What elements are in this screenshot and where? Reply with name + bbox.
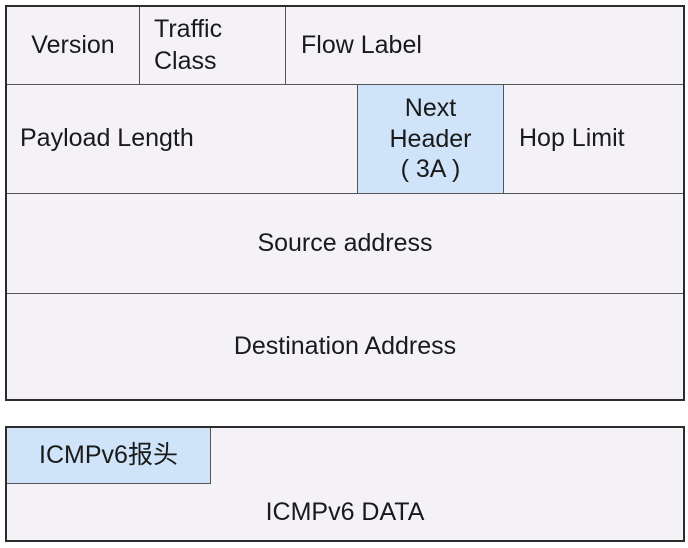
destination-address-label: Destination Address — [233, 331, 457, 360]
icmpv6-data-label: ICMPv6 DATA — [265, 497, 425, 526]
source-address-field: Source address — [7, 194, 683, 293]
next-header-field: Next Header ( 3A ) — [358, 85, 503, 193]
icmpv6-header-field: ICMPv6报头 — [7, 428, 211, 484]
ipv6-header-box: Version Traffic Class Flow Label Payload… — [5, 5, 685, 401]
version-field: Version — [7, 7, 139, 84]
divider — [357, 85, 358, 193]
divider — [503, 85, 504, 193]
next-header-line2: Header — [389, 124, 472, 153]
flow-label-field: Flow Label — [286, 7, 683, 84]
divider — [285, 7, 286, 84]
row-divider — [7, 193, 683, 194]
version-label: Version — [31, 30, 115, 59]
source-address-label: Source address — [257, 228, 433, 257]
icmpv6-header-label: ICMPv6报头 — [39, 440, 178, 469]
traffic-class-label: Traffic Class — [154, 15, 223, 75]
payload-length-field: Payload Length — [7, 85, 357, 193]
row-divider — [7, 84, 683, 85]
flow-label-label: Flow Label — [301, 30, 422, 59]
traffic-class-field: Traffic Class — [140, 7, 285, 84]
divider — [139, 7, 140, 84]
next-header-line1: Next — [404, 94, 457, 123]
row-divider — [7, 293, 683, 294]
icmpv6-box: ICMPv6报头 ICMPv6 DATA — [5, 426, 685, 542]
destination-address-field: Destination Address — [7, 294, 683, 399]
payload-length-label: Payload Length — [20, 124, 194, 153]
hop-limit-field: Hop Limit — [504, 85, 683, 193]
hop-limit-label: Hop Limit — [519, 124, 625, 153]
next-header-line3: ( 3A ) — [400, 155, 461, 184]
icmpv6-data-field: ICMPv6 DATA — [7, 485, 683, 540]
